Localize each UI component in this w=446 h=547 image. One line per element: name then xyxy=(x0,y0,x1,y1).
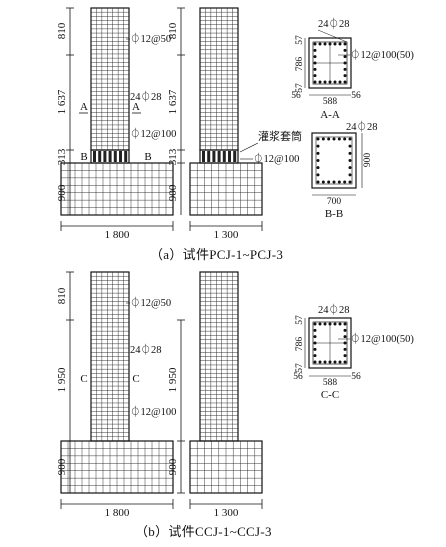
section-c-right: C xyxy=(132,373,139,385)
label-bars: 24⏀28 xyxy=(318,17,350,30)
dim-w-right: 56 xyxy=(351,91,361,101)
dim-width: 1 800 xyxy=(105,507,130,519)
section-b-right: B xyxy=(144,151,151,163)
foundation-mesh xyxy=(61,163,173,215)
section-b-left: B xyxy=(80,151,87,163)
dim-w-right: 56 xyxy=(351,372,361,382)
section-b-b: 24⏀28 900 700 B-B xyxy=(311,120,378,220)
dim-top: 57 xyxy=(295,315,305,325)
section-outline xyxy=(308,317,352,369)
section-c-left: C xyxy=(80,373,87,385)
rebar-mesh xyxy=(200,8,238,150)
dim-base: 900 xyxy=(56,458,68,475)
section-bars xyxy=(313,322,347,364)
dim-h: 786 xyxy=(295,337,305,352)
panel-b: 810 1 950 900 1 800 C C ⏀12@50 24⏀28 ⏀12… xyxy=(56,271,414,519)
column-1-b: 810 1 950 900 1 800 C C ⏀12@50 24⏀28 ⏀12… xyxy=(56,271,176,519)
dim-mid: 1 637 xyxy=(167,89,179,114)
foundation-mesh xyxy=(61,441,173,493)
dim-h: 900 xyxy=(363,153,373,168)
dim-bot: 57 xyxy=(295,363,305,373)
dim-base: 900 xyxy=(56,184,68,201)
dim-top: 57 xyxy=(295,35,305,45)
dim-width: 1 300 xyxy=(214,229,239,241)
section-bars xyxy=(316,137,352,184)
dim-base: 900 xyxy=(167,458,179,475)
dim-mid: 1 950 xyxy=(56,367,68,392)
section-outline xyxy=(308,37,352,89)
label-stirrup: ⏀12@100 xyxy=(253,152,299,165)
label-stirrup: ⏀12@100(50) xyxy=(350,332,414,345)
dim-w: 588 xyxy=(323,378,338,388)
section-a-left: A xyxy=(80,101,88,113)
section-outline xyxy=(311,132,357,189)
section-title: C-C xyxy=(321,389,339,401)
foundation-mesh xyxy=(190,441,262,493)
dim-w-left: 56 xyxy=(293,372,303,382)
section-a-a: 24⏀28 ⏀12@100(50) 57 786 57 56 588 56 A-… xyxy=(291,17,414,121)
dim-width: 1 300 xyxy=(214,507,239,519)
dim-mid: 1 637 xyxy=(56,89,68,114)
label-longbar: 24⏀28 xyxy=(130,90,162,103)
section-c-c: 24⏀28 ⏀12@100(50) 57 786 57 56 588 56 C-… xyxy=(293,303,414,401)
section-title: B-B xyxy=(325,208,343,220)
label-stirrup-mid: ⏀12@100 xyxy=(130,127,176,140)
section-bars xyxy=(313,42,347,84)
grout-sleeves xyxy=(202,151,237,162)
dim-base: 900 xyxy=(167,184,179,201)
dim-width: 1 800 xyxy=(105,229,130,241)
rebar-mesh xyxy=(91,272,129,441)
dim-w-left: 56 xyxy=(291,91,301,101)
section-a-right: A xyxy=(132,101,140,113)
rebar-mesh xyxy=(200,272,238,441)
caption-a: （a）试件PCJ-1~PCJ-3 xyxy=(150,247,284,262)
column-2-a: 810 1 637 313 900 1 300 灌浆套筒 ⏀12@100 xyxy=(167,7,302,241)
rebar-mesh xyxy=(91,8,129,150)
panel-a: 810 1 637 313 900 1 800 A A B B ⏀12@50 2… xyxy=(56,7,414,241)
label-stirrup-top: ⏀12@50 xyxy=(130,32,171,45)
section-stirrup xyxy=(315,136,353,185)
label-bars: 24⏀28 xyxy=(318,303,350,316)
dim-top: 810 xyxy=(167,22,179,39)
label-longbar: 24⏀28 xyxy=(130,343,162,356)
dim-w: 588 xyxy=(323,97,338,107)
foundation-mesh xyxy=(190,163,262,215)
label-stirrup-mid: ⏀12@100 xyxy=(130,405,176,418)
column-2-b: 1 950 900 1 300 xyxy=(167,271,263,519)
dim-top: 810 xyxy=(56,22,68,39)
dim-bot: 57 xyxy=(295,83,305,93)
dim-joint: 313 xyxy=(167,148,179,165)
column-1-a: 810 1 637 313 900 1 800 A A B B ⏀12@50 2… xyxy=(56,7,176,241)
dim-joint: 313 xyxy=(56,148,68,165)
dim-top: 810 xyxy=(56,287,68,304)
dim-h: 786 xyxy=(295,57,305,72)
label-stirrup-top: ⏀12@50 xyxy=(130,296,171,309)
grout-sleeves xyxy=(93,151,128,162)
caption-b: （b）试件CCJ-1~CCJ-3 xyxy=(135,524,272,539)
dim-w: 700 xyxy=(327,197,342,207)
label-stirrup: ⏀12@100(50) xyxy=(350,48,414,61)
label-sleeve: 灌浆套筒 xyxy=(258,129,302,143)
label-bars: 24⏀28 xyxy=(346,120,378,133)
section-title: A-A xyxy=(320,109,340,121)
dim-mid: 1 950 xyxy=(167,367,179,392)
